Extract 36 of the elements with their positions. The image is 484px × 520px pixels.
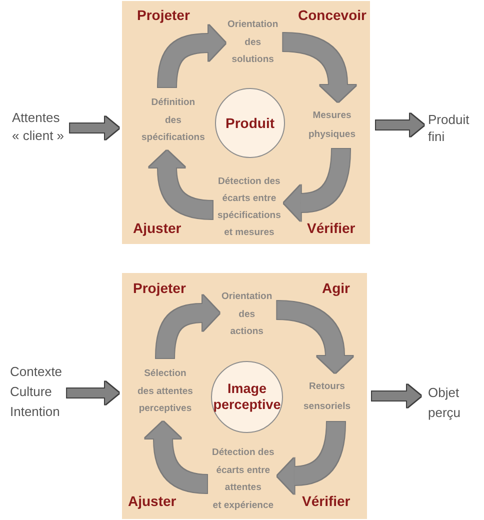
step-text: Définition des spécifications	[142, 94, 205, 146]
stage-label: Projeter	[133, 280, 186, 296]
output-text: Objet perçu	[428, 383, 461, 423]
stage-label: Vérifier	[307, 220, 356, 236]
curved-arrow	[277, 422, 345, 494]
input-text: Culture	[10, 383, 53, 401]
step-text: Retours sensoriels	[304, 377, 350, 417]
block-arrow	[376, 114, 424, 136]
curved-arrow	[158, 25, 226, 88]
center-label: Image perceptive	[213, 381, 281, 413]
curved-arrow	[276, 301, 353, 373]
block-arrow	[67, 382, 119, 404]
curved-arrow	[282, 33, 356, 102]
stage-label: Agir	[322, 280, 350, 296]
block-arrow	[372, 384, 421, 408]
input-text: Intention	[10, 403, 61, 421]
stage-label: Vérifier	[302, 493, 350, 509]
output-text: Produit fini	[428, 111, 470, 145]
stage-label: Ajuster	[128, 493, 176, 509]
curved-arrow	[284, 148, 350, 221]
block-arrow	[70, 116, 119, 140]
step-text: Orientation des solutions	[228, 16, 278, 68]
input-text: Contexte	[10, 363, 62, 381]
center-label: Produit	[226, 115, 274, 131]
step-text: Sélection des attentes perceptives	[138, 365, 193, 418]
curved-arrow	[149, 150, 213, 219]
stage-label: Concevoir	[298, 7, 366, 23]
stage-label: Projeter	[137, 7, 190, 23]
input-text: Attentes « client »	[12, 109, 64, 145]
step-text: Mesures physiques	[308, 106, 356, 144]
step-text: Détection des écarts entre spécifications et mesures	[218, 173, 281, 241]
curved-arrow	[156, 295, 220, 358]
step-text: Détection des écarts entre attentes et expérience	[212, 444, 274, 514]
stage-label: Ajuster	[133, 220, 182, 236]
step-text: Orientation des actions	[222, 288, 272, 340]
curved-arrow	[145, 422, 208, 493]
